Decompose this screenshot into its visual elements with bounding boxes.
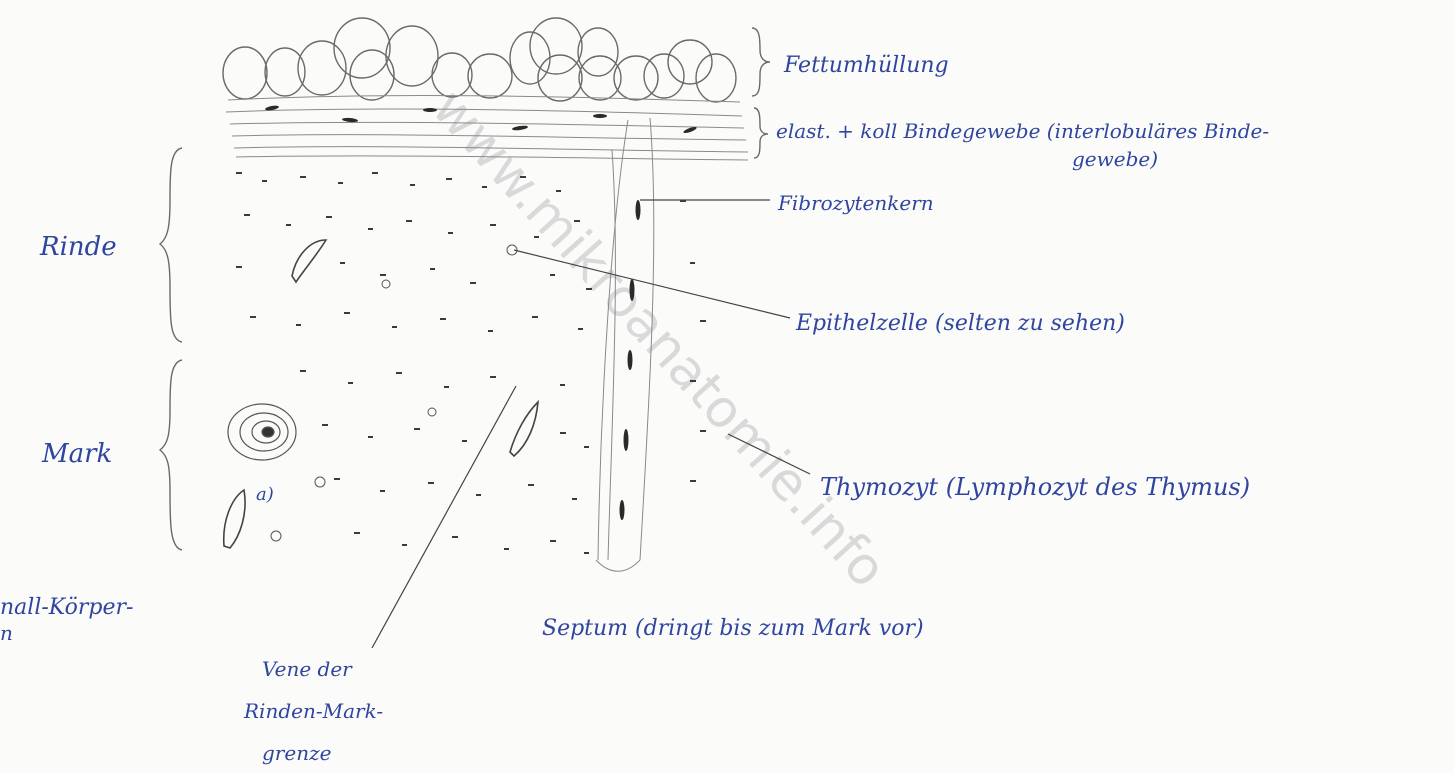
label-epithelial: Epithelzelle (selten zu sehen) (795, 311, 1125, 336)
label-vessel-3: grenze (262, 741, 331, 765)
label-vessel-2: Rinden-Mark- (243, 699, 383, 723)
label-connective-2: gewebe) (1072, 147, 1158, 171)
label-connective-1: elast. + koll Bindegewebe (interlobuläre… (776, 119, 1269, 143)
label-fat: Fettumhüllung (783, 53, 949, 78)
label-fibrocyte: Fibrozytenkern (777, 191, 934, 215)
thymocyte-dots (236, 172, 706, 554)
label-vessel-1: Vene der (262, 657, 353, 681)
label-cortex: Rinde (39, 232, 117, 262)
label-medulla: Mark (41, 439, 112, 469)
fat-cells (223, 18, 736, 102)
label-hassall-2: n (0, 621, 13, 645)
label-septum: Septum (dringt bis zum Mark vor) (542, 616, 924, 641)
label-thymocyte: Thymozyt (Lymphozyt des Thymus) (820, 473, 1250, 501)
label-marker-a: a) (256, 484, 274, 505)
hassall-body (228, 404, 296, 460)
epithelial-cells (271, 245, 517, 541)
label-hassall-1: nall-Körper- (0, 595, 133, 620)
